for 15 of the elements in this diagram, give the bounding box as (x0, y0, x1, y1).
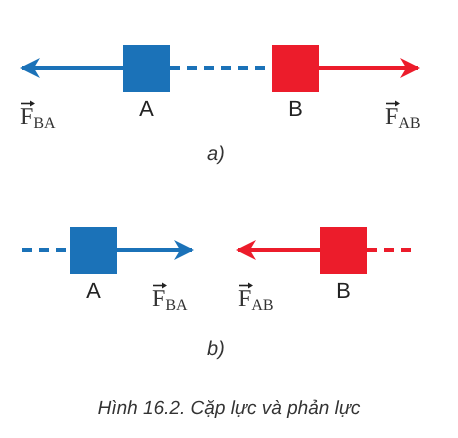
force-label: F$_{BA}$ (152, 282, 188, 319)
force-arrow (236, 240, 320, 260)
force-label: F$_{AB}$ (385, 100, 421, 137)
force-arrow (20, 58, 123, 78)
force-arrow (117, 240, 194, 260)
force-label: F$_{AB}$ (238, 282, 274, 319)
block-label: B (335, 279, 352, 303)
panel-label: b) (207, 338, 225, 361)
force-label: F$_{BA}$ (20, 100, 56, 137)
block-label: B (287, 97, 304, 121)
block-label: A (85, 279, 102, 303)
figure-caption: Hình 16.2. Cặp lực và phản lực (96, 398, 362, 420)
force-arrow (319, 58, 420, 78)
block-label: A (138, 97, 155, 121)
panel-label: a) (207, 143, 225, 166)
